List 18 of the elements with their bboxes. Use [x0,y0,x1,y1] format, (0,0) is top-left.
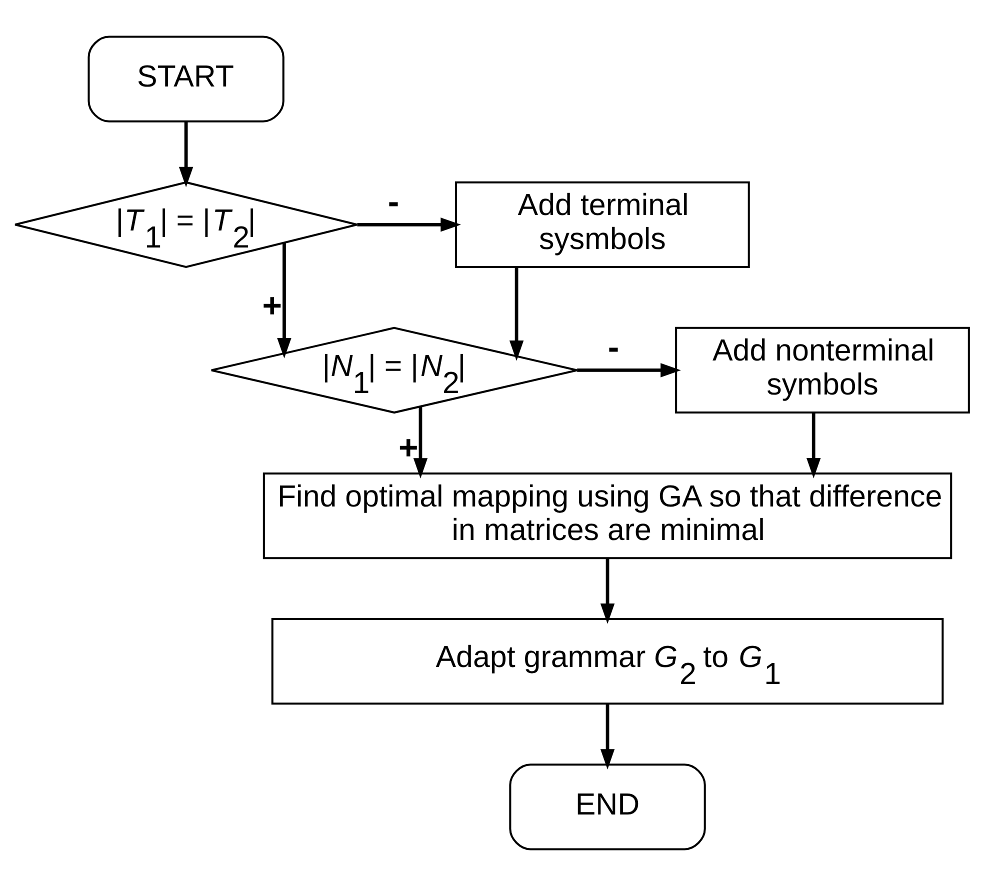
arrow [178,122,194,188]
node-box: END [509,764,706,850]
arrow [600,704,615,770]
arrow [357,218,461,232]
arrow [806,413,821,478]
arrow [277,243,292,358]
edge-label: + [398,428,418,467]
node-box: Add terminal sysmbols [455,181,750,268]
node-box: Find optimal mapping using GA so that difference in matrices are minimal [262,472,952,560]
edge-label: + [262,286,282,325]
arrow [413,406,428,478]
edge-label: - [608,328,620,366]
node-box: Add nonterminal symbols [675,326,970,414]
arrow [577,363,681,378]
node-box: START [88,36,284,122]
arrow [600,558,615,624]
edge-label: - [388,182,400,221]
arrow [509,268,524,361]
